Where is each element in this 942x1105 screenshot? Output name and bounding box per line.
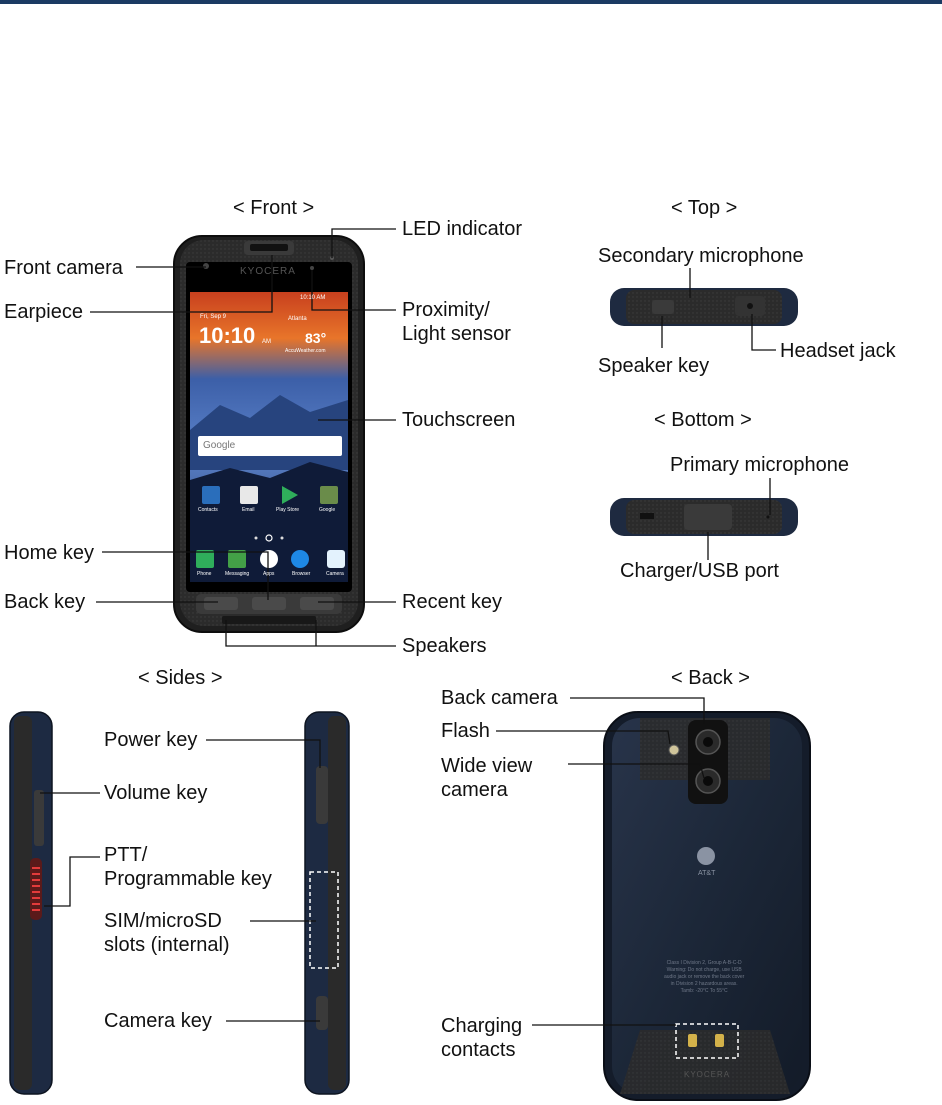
search-bar — [198, 436, 342, 456]
google-folder-icon — [320, 486, 338, 504]
label-proximity-light-sensor: Proximity/ Light sensor — [402, 299, 511, 345]
back-regulatory-text: Class I Division 2, Group A-B-C-D Warnin… — [664, 960, 745, 994]
label-front-camera: Front camera — [4, 257, 123, 279]
home-key-shape — [252, 597, 286, 610]
label-ptt-programmable-key: PTT/ Programmable key — [104, 844, 272, 890]
charging-contact-left — [688, 1034, 697, 1047]
label-recent-key: Recent key — [402, 591, 503, 613]
speaker-key-shape — [652, 300, 674, 314]
dock-label-browser: Browser — [292, 571, 311, 577]
charging-contacts-outline — [675, 1023, 739, 1059]
primary-mic-hole — [766, 515, 770, 519]
weather-city: Atlanta — [288, 316, 307, 322]
brand-logo-text: KYOCERA — [240, 266, 296, 277]
label-led-indicator: LED indicator — [402, 218, 523, 240]
header-rule — [0, 0, 942, 4]
right-side-phone — [304, 711, 350, 1095]
heading-bottom: < Bottom > — [654, 409, 752, 431]
volume-key-shape — [34, 790, 44, 846]
usb-port-cover — [684, 504, 732, 530]
app-label-play-store: Play Store — [276, 507, 300, 513]
power-key-shape — [316, 766, 328, 824]
bottom-view-phone — [610, 498, 798, 536]
top-view-phone — [610, 288, 798, 326]
search-input[interactable]: Google — [203, 440, 236, 451]
sim-slot-outline — [309, 871, 339, 969]
headset-jack-hole — [747, 303, 753, 309]
dock-label-apps: Apps — [263, 571, 275, 577]
back-key-shape — [204, 597, 238, 610]
label-earpiece: Earpiece — [4, 301, 83, 323]
heading-sides: < Sides > — [138, 667, 223, 689]
label-headset-jack: Headset jack — [780, 340, 896, 362]
back-brand-text: KYOCERA — [684, 1070, 731, 1079]
att-globe-icon — [697, 847, 715, 865]
dock-label-phone: Phone — [197, 571, 212, 577]
label-charger-usb-port: Charger/USB port — [620, 560, 779, 582]
front-camera-lens — [203, 263, 209, 269]
dock-label-messaging: Messaging — [225, 571, 250, 577]
phone-app-icon — [196, 550, 214, 568]
email-app-icon — [240, 486, 258, 504]
label-secondary-microphone: Secondary microphone — [598, 245, 804, 267]
clock-ampm: AM — [262, 339, 271, 345]
label-charging-contacts: Charging contacts — [441, 1015, 523, 1061]
label-touchscreen: Touchscreen — [402, 409, 516, 431]
recent-key-shape — [300, 597, 334, 610]
label-sim-microsd-slots: SIM/microSD slots (internal) — [104, 910, 230, 956]
back-phone — [603, 711, 811, 1101]
label-primary-microphone: Primary microphone — [670, 454, 849, 476]
label-speakers: Speakers — [402, 635, 487, 657]
left-side-phone — [9, 711, 53, 1095]
apps-icon — [260, 550, 278, 568]
flash-led — [668, 744, 680, 756]
label-wide-view-camera: Wide view camera — [441, 755, 533, 801]
app-label-email: Email — [242, 507, 255, 513]
label-power-key: Power key — [104, 729, 198, 751]
contacts-app-icon — [202, 486, 220, 504]
label-camera-key: Camera key — [104, 1010, 212, 1032]
play-store-icon — [282, 486, 298, 504]
heading-top: < Top > — [671, 197, 738, 219]
label-home-key: Home key — [4, 542, 95, 564]
callout-lines — [40, 228, 776, 1026]
browser-app-icon — [291, 550, 309, 568]
label-volume-key: Volume key — [104, 782, 208, 804]
label-flash: Flash — [441, 720, 490, 742]
home-page-indicator — [265, 534, 273, 542]
heading-front: < Front > — [233, 197, 315, 219]
label-back-camera: Back camera — [441, 687, 558, 709]
proximity-sensor-dot — [310, 266, 314, 270]
status-bar-time: 10:10 AM — [300, 295, 326, 301]
heading-back: < Back > — [671, 667, 750, 689]
charging-contact-right — [715, 1034, 724, 1047]
app-label-contacts: Contacts — [198, 507, 218, 513]
weather-temperature: 83° — [305, 330, 327, 346]
app-label-google: Google — [319, 507, 336, 513]
speaker-grille — [222, 616, 316, 624]
dock-label-camera: Camera — [326, 571, 344, 577]
lockscreen-date: Fri, Sep 9 — [200, 314, 227, 320]
camera-key-shape — [316, 996, 328, 1030]
clock-time: 10:10 — [199, 323, 256, 348]
label-back-key: Back key — [4, 591, 86, 613]
back-carrier-logo: AT&T — [698, 870, 716, 877]
camera-app-icon — [327, 550, 345, 568]
label-speaker-key: Speaker key — [598, 355, 710, 377]
messaging-app-icon — [228, 550, 246, 568]
weather-source: AccuWeather.com — [285, 348, 326, 354]
